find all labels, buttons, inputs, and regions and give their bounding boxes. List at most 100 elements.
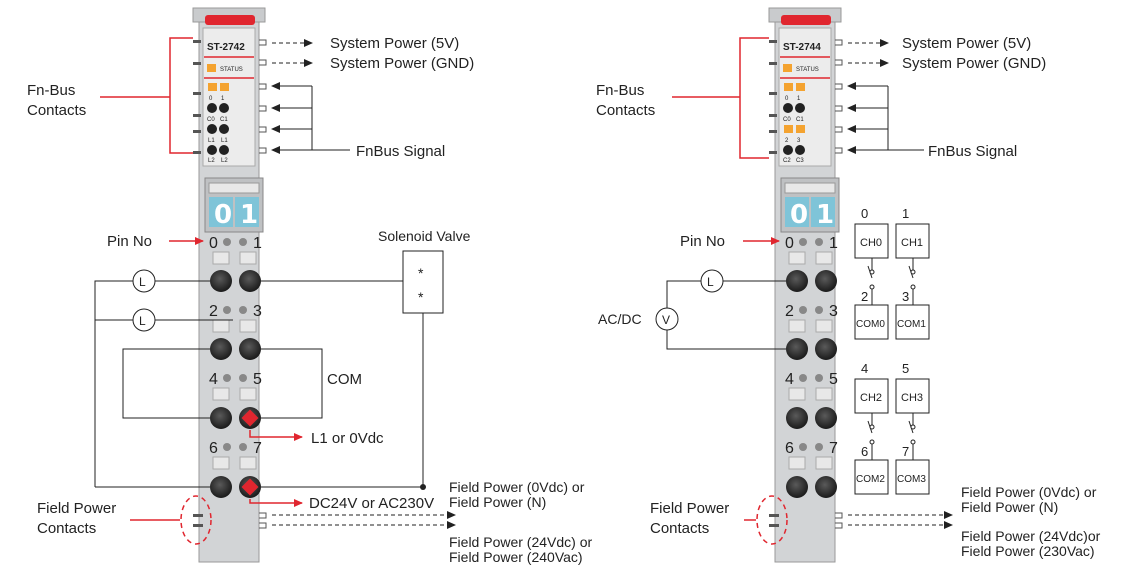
terminal[interactable] [239, 338, 261, 360]
led-label: C0 [207, 117, 215, 123]
terminal[interactable] [815, 270, 837, 292]
selector-digit: 1 [240, 200, 258, 230]
led-label: 2 [785, 138, 789, 144]
led-label: L2 [221, 158, 228, 164]
channel-number: 0 [861, 206, 868, 221]
pin-number: 0 [785, 235, 794, 252]
label-dc24v: DC24V or AC230V [309, 495, 434, 512]
terminal[interactable] [815, 407, 837, 429]
relay-channel-2: 1 CH1 3 COM1 [895, 206, 930, 340]
led-label: L2 [208, 158, 215, 164]
selector-digit-bg [209, 197, 233, 227]
terminal[interactable] [210, 270, 232, 292]
label-fp-24vdc: Field Power (24Vdc) or [449, 534, 593, 550]
label-system-power-gnd: System Power (GND) [330, 55, 474, 72]
label-fn-bus-contacts: Contacts [596, 102, 655, 119]
label-fp-230vac: Field Power (230Vac) [961, 543, 1095, 559]
solenoid-mark: * [418, 289, 424, 305]
module-st2744: ST-2744 STATUS 0 1 C0 C1 2 3 C2 C3 0 1 0 [756, 7, 843, 563]
com-label: COM2 [856, 474, 885, 485]
label-l1-or-0vdc: L1 or 0Vdc [311, 430, 384, 447]
label-ac-dc: AC/DC [598, 311, 642, 327]
terminal[interactable] [210, 476, 232, 498]
solenoid-mark: * [418, 265, 424, 281]
pin-number: 1 [253, 235, 262, 252]
pin-number: 7 [829, 440, 838, 457]
pin-number: 6 [209, 440, 218, 457]
led-label: 3 [797, 138, 801, 144]
label-fp-24vdc: Field Power (24Vdc)or [961, 528, 1101, 544]
module-model-label: ST-2744 [783, 42, 821, 53]
terminal[interactable] [786, 476, 808, 498]
label-com: COM [327, 371, 362, 388]
label-fp-240vac: Field Power (240Vac) [449, 549, 583, 565]
relay-channel-3: 4 CH2 6 COM2 [854, 361, 889, 495]
terminal[interactable] [239, 270, 261, 292]
label-fp-0vdc: Field Power (0Vdc) or [449, 479, 585, 495]
load-label: L [707, 275, 714, 289]
pin-number: 2 [785, 303, 794, 320]
led-label: C1 [796, 117, 804, 123]
label-pin-no: Pin No [680, 233, 725, 250]
com-label: COM1 [897, 319, 926, 330]
label-field-power-contacts: Contacts [37, 520, 96, 537]
terminal[interactable] [786, 338, 808, 360]
label-field-power: Field Power [650, 500, 729, 517]
label-field-power-contacts: Contacts [650, 520, 709, 537]
label-field-power: Field Power [37, 500, 116, 517]
load-label: L [139, 314, 146, 328]
solenoid-valve-box [402, 250, 444, 314]
label-fp-0vdc: Field Power (0Vdc) or [961, 484, 1097, 500]
right-annotations: System Power (5V) System Power (GND) Fn-… [596, 35, 1101, 559]
status-label: STATUS [796, 67, 819, 73]
com-label: COM0 [856, 319, 885, 330]
com-label: COM3 [897, 474, 926, 485]
relay-channel-1: 0 CH0 2 COM0 [854, 206, 889, 340]
com-number: 3 [902, 289, 909, 304]
field-power-highlight [756, 495, 788, 545]
channel-label: CH3 [901, 392, 923, 404]
terminal[interactable] [786, 407, 808, 429]
status-led [207, 64, 216, 72]
terminal[interactable] [210, 338, 232, 360]
led-label: C1 [220, 117, 228, 123]
pin-number: 3 [829, 303, 838, 320]
channel-number: 5 [902, 361, 909, 376]
label-fnbus-signal: FnBus Signal [356, 143, 445, 160]
pin-number: 4 [785, 371, 794, 388]
channel-label: CH1 [901, 237, 923, 249]
led-label: L1 [221, 138, 228, 144]
voltage-label: V [662, 313, 670, 327]
pin-number: 0 [209, 235, 218, 252]
relay-channel-4: 5 CH3 7 COM3 [895, 361, 930, 495]
pin-number: 1 [829, 235, 838, 252]
led-label: C2 [783, 158, 791, 164]
com-number: 2 [861, 289, 868, 304]
label-fn-bus: Fn-Bus [27, 82, 75, 99]
led-label: C0 [783, 117, 791, 123]
module-model-label: ST-2742 [207, 42, 245, 53]
label-pin-no: Pin No [107, 233, 152, 250]
led-label: 1 [797, 96, 801, 102]
channel-number: 1 [902, 206, 909, 221]
terminal[interactable] [815, 338, 837, 360]
led-label: 1 [221, 96, 225, 102]
com-number: 6 [861, 444, 868, 459]
pin-number: 4 [209, 371, 218, 388]
channel-label: CH2 [860, 392, 882, 404]
led-label: 0 [209, 96, 213, 102]
pin-number: 3 [253, 303, 262, 320]
selector-digit: 0 [790, 200, 808, 230]
led-label: L1 [208, 138, 215, 144]
channel-label: CH0 [860, 237, 882, 249]
terminal[interactable] [815, 476, 837, 498]
led-label: C3 [796, 158, 804, 164]
terminal[interactable] [786, 270, 808, 292]
terminal[interactable] [210, 407, 232, 429]
com-number: 7 [902, 444, 909, 459]
load-label: L [139, 275, 146, 289]
label-system-power-5v: System Power (5V) [330, 35, 459, 52]
selector-digit-bg [235, 197, 259, 227]
label-fp-n: Field Power (N) [961, 499, 1058, 515]
